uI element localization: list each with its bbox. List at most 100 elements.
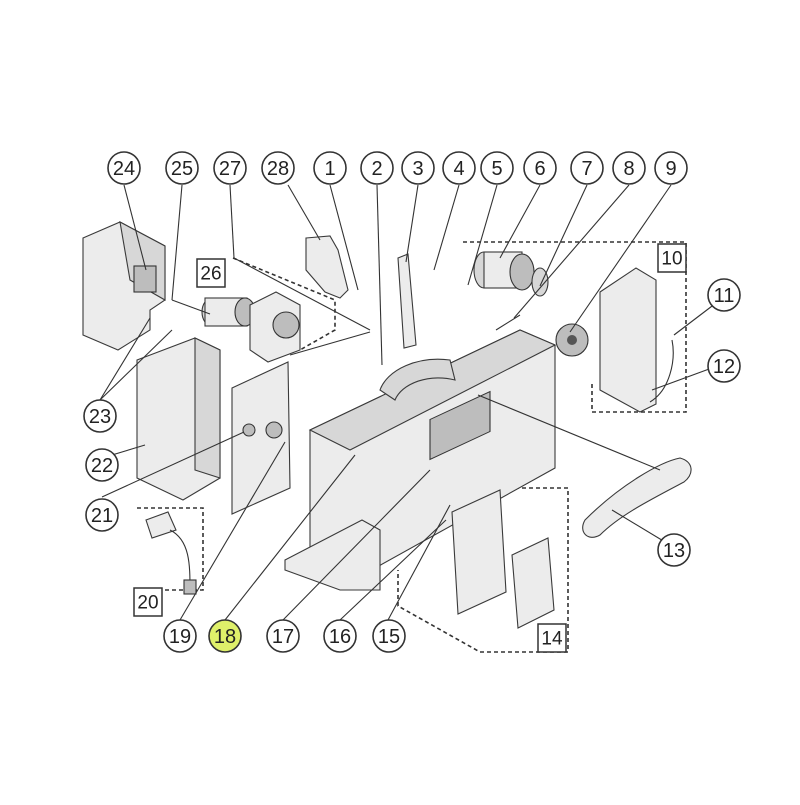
callout-circle-21: [85, 498, 119, 532]
callout-label-17: 17: [272, 626, 294, 648]
callout-label-3: 3: [412, 158, 423, 180]
callout-12: 12: [707, 349, 741, 383]
callout-17: 17: [266, 619, 300, 653]
part-2-sector: [379, 358, 456, 401]
part-20-connector: [145, 511, 197, 595]
callout-label-21: 21: [91, 505, 113, 527]
callout-3: 3: [401, 151, 435, 185]
group-label-text-10: 10: [661, 249, 682, 270]
callout-circle-13: [657, 533, 691, 567]
callout-circle-28: [261, 151, 295, 185]
callout-label-6: 6: [534, 158, 545, 180]
callout-circle-15: [372, 619, 406, 653]
callout-2: 2: [360, 151, 394, 185]
callout-label-28: 28: [267, 158, 289, 180]
callout-circle-23: [83, 399, 117, 433]
callout-16: 16: [323, 619, 357, 653]
group-labels: 10 14 20 26: [133, 243, 687, 653]
part-10-panel: [599, 267, 657, 413]
part-24-display: [133, 265, 157, 293]
callout-circle-6: [523, 151, 557, 185]
callout-circle-19: [163, 619, 197, 653]
group-label-box-10: [657, 243, 687, 273]
lower-trough: [284, 519, 381, 591]
part-12-cable: [649, 339, 674, 403]
part-27-gear: [272, 311, 300, 339]
callout-label-16: 16: [329, 626, 351, 648]
group-label-text-26: 26: [200, 264, 221, 285]
part-3-lever: [397, 253, 417, 349]
part-13-handle: [582, 457, 692, 538]
callout-21: 21: [85, 498, 119, 532]
callout-circle-16: [323, 619, 357, 653]
callout-label-9: 9: [665, 158, 676, 180]
callout-circle-27: [213, 151, 247, 185]
callout-27: 27: [213, 151, 247, 185]
connecting-rod: [289, 331, 371, 356]
callout-circle-8: [612, 151, 646, 185]
group-label-20: 20: [133, 587, 163, 617]
callout-label-7: 7: [581, 158, 592, 180]
callout-13: 13: [657, 533, 691, 567]
callout-circle-24: [107, 151, 141, 185]
callout-circle-5: [480, 151, 514, 185]
callout-label-27: 27: [219, 158, 241, 180]
callout-circle-17: [266, 619, 300, 653]
callout-22: 22: [85, 448, 119, 482]
group-label-text-14: 14: [541, 629, 563, 650]
callout-circle-2: [360, 151, 394, 185]
callout-19: 19: [163, 619, 197, 653]
group-20-outline: [137, 507, 204, 591]
callout-circle-18: [208, 619, 242, 653]
group-label-box-26: [196, 258, 226, 288]
long-shaft: [477, 394, 661, 471]
group-label-26: 26: [196, 258, 226, 288]
part-19-bearing: [265, 421, 283, 439]
callout-circle-7: [570, 151, 604, 185]
part-21-side-plate: [231, 361, 291, 515]
callout-6: 6: [523, 151, 557, 185]
callout-15: 15: [372, 619, 406, 653]
group-label-text-20: 20: [137, 593, 158, 614]
callout-label-25: 25: [171, 158, 193, 180]
callout-circle-3: [401, 151, 435, 185]
callout-label-8: 8: [623, 158, 634, 180]
callout-circle-11: [707, 278, 741, 312]
callout-label-12: 12: [713, 356, 735, 378]
callout-11: 11: [707, 278, 741, 312]
callout-7: 7: [570, 151, 604, 185]
callout-23: 23: [83, 399, 117, 433]
callout-label-2: 2: [371, 158, 382, 180]
callout-1: 1: [313, 151, 347, 185]
callout-circle-12: [707, 349, 741, 383]
part-25-motor: [201, 297, 256, 327]
callout-label-11: 11: [714, 285, 735, 307]
callout-5: 5: [480, 151, 514, 185]
callout-label-15: 15: [378, 626, 400, 648]
callout-18: 18: [208, 619, 242, 653]
callout-28: 28: [261, 151, 295, 185]
callout-9: 9: [654, 151, 688, 185]
callout-label-13: 13: [663, 540, 685, 562]
callout-circle-25: [165, 151, 199, 185]
callout-8: 8: [612, 151, 646, 185]
part-6-motor: [473, 251, 549, 297]
callout-24: 24: [107, 151, 141, 185]
parts-drawing: [82, 220, 692, 629]
group-10-outline: [463, 241, 687, 413]
part-14-board: [451, 489, 507, 615]
group-label-14: 14: [537, 623, 567, 653]
group-label-box-14: [537, 623, 567, 653]
callout-label-24: 24: [113, 158, 135, 180]
group-14-outline: [397, 487, 569, 653]
main-frame-window: [429, 390, 491, 461]
callout-label-18: 18: [214, 626, 236, 648]
callout-circle-1: [313, 151, 347, 185]
callout-label-23: 23: [89, 406, 111, 428]
callout-4: 4: [442, 151, 476, 185]
callout-label-19: 19: [169, 626, 191, 648]
group-label-10: 10: [657, 243, 687, 273]
part-22-side: [194, 337, 221, 479]
